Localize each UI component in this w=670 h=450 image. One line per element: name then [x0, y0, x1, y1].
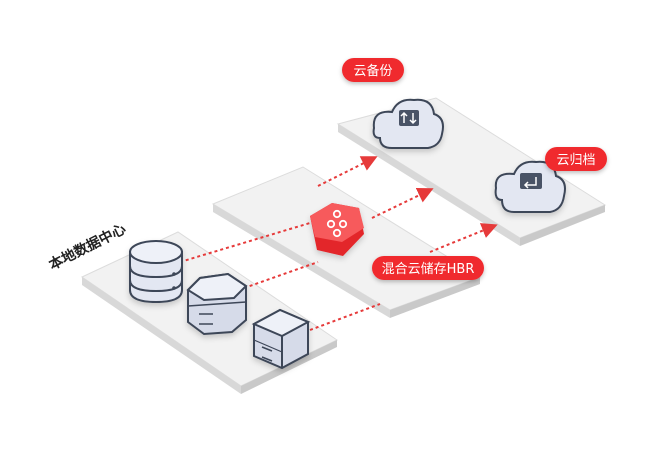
server-hexagon-icon — [186, 272, 248, 336]
cloud-sync-icon — [372, 98, 444, 149]
flow-lines — [179, 156, 498, 331]
hbr-gateway-icon — [310, 203, 364, 256]
cloud-archive-label: 云归档 — [545, 147, 607, 171]
flow-line-hbr-to-cloud-1 — [317, 156, 378, 187]
flow-line-local-to-hbr-2 — [243, 261, 319, 289]
cloud-archive-label-text: 云归档 — [556, 153, 595, 168]
flow-line-local-to-hbr-3 — [309, 303, 381, 331]
flow-line-hbr-to-cloud-3 — [429, 223, 498, 253]
flow-line-local-to-hbr-1 — [179, 222, 311, 263]
hybrid-storage-label: 混合云储存HBR — [372, 256, 484, 280]
database-cylinder-icon — [129, 240, 183, 304]
cloud-backup-label: 云备份 — [342, 58, 404, 82]
server-cube-icon — [251, 308, 311, 370]
hybrid-storage-label-text: 混合云储存HBR — [382, 262, 475, 277]
cloud-backup-label-text: 云备份 — [353, 63, 392, 79]
flow-line-hbr-to-cloud-2 — [371, 188, 434, 219]
